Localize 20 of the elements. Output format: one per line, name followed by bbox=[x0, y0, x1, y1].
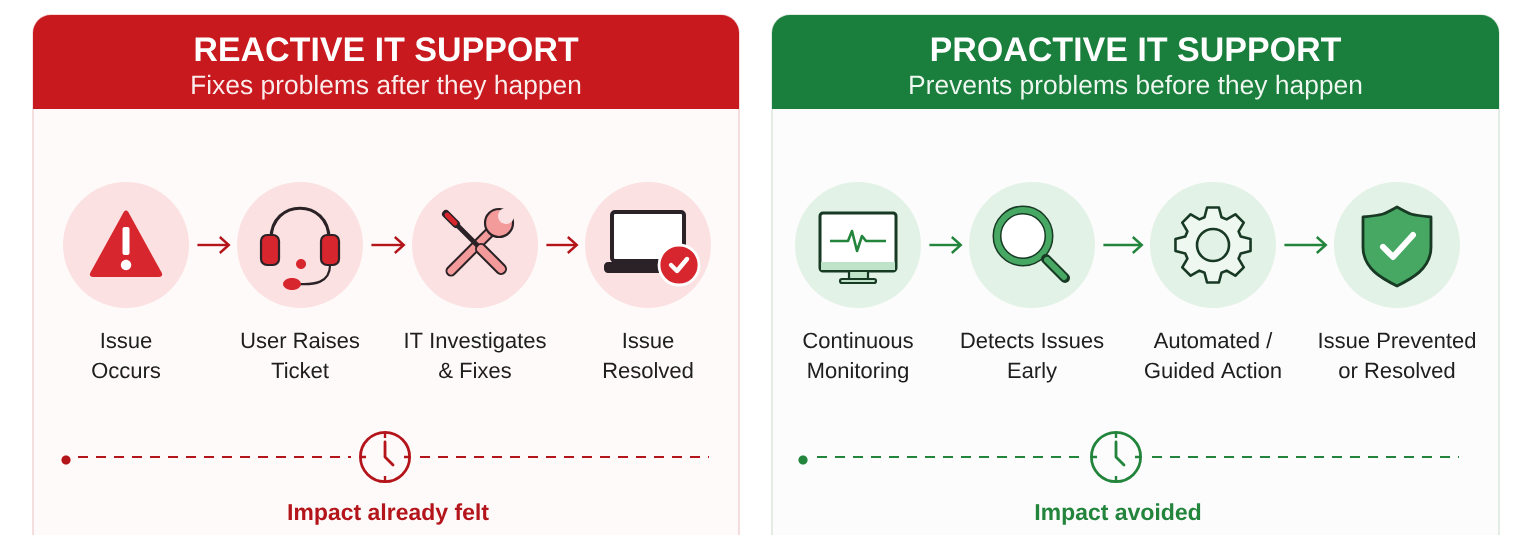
impact-note: Impact already felt bbox=[288, 503, 489, 525]
step-label: Issue Occurs bbox=[92, 332, 161, 379]
arrow bbox=[1103, 236, 1144, 254]
panel-subtitle: Prevents problems before they happen bbox=[910, 74, 1362, 100]
step-label: Issue Prevented or Resolved bbox=[1319, 332, 1476, 379]
panel-title: REACTIVE IT SUPPORT bbox=[195, 37, 579, 62]
impact-note: Impact avoided bbox=[1035, 503, 1201, 525]
step-label: Issue Resolved bbox=[603, 332, 693, 379]
step-label: Detects Issues Early bbox=[961, 332, 1104, 383]
step-label: IT Investigates & Fixes bbox=[405, 332, 546, 379]
step-label: Continuous Monitoring bbox=[803, 332, 913, 383]
panel-subtitle: Fixes problems after they happen bbox=[192, 74, 581, 100]
arrow bbox=[197, 236, 231, 254]
step-label: User Raises Ticket bbox=[241, 332, 360, 379]
arrow bbox=[371, 236, 406, 254]
arrow bbox=[546, 236, 579, 254]
step-label: Automated / Guided Action bbox=[1145, 332, 1281, 379]
arrow bbox=[929, 236, 963, 254]
panel-title: PROACTIVE IT SUPPORT bbox=[931, 37, 1342, 62]
arrow bbox=[1284, 236, 1328, 254]
